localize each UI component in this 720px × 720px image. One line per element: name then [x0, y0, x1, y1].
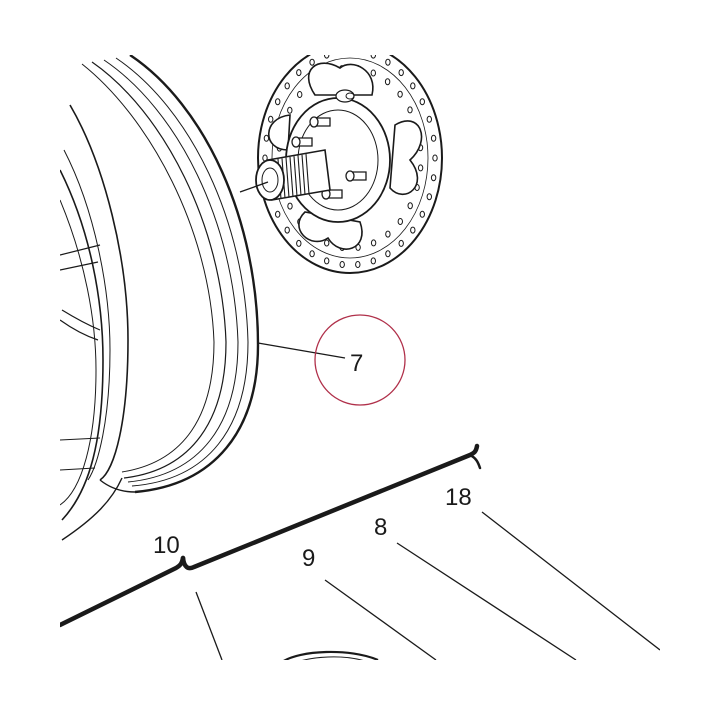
axle-thread	[289, 156, 294, 197]
disc-hole	[284, 82, 290, 90]
callout-8: 8	[374, 514, 387, 541]
disc-hole	[410, 82, 416, 90]
disc-hole	[370, 69, 376, 77]
axle-thread	[305, 154, 310, 195]
disc-hole	[385, 230, 391, 238]
disc-hole	[370, 257, 376, 265]
axle-thread	[293, 156, 298, 197]
disc-hole	[430, 134, 437, 142]
callout-7: 7	[350, 350, 363, 377]
lower-wheel-partial	[283, 650, 379, 660]
disc-hole	[275, 210, 281, 218]
disc-hole	[284, 226, 290, 234]
leader-line-8	[396, 542, 577, 660]
wheel-studs	[291, 116, 367, 200]
disc-hole	[417, 164, 424, 172]
callout-highlight-circle	[314, 314, 406, 406]
disc-hole	[370, 239, 377, 247]
brake-disc-inner-track	[271, 57, 429, 259]
disc-hole	[419, 98, 425, 106]
axle-shaft	[239, 149, 331, 201]
disc-hole	[355, 261, 361, 268]
disc-hole	[263, 134, 270, 142]
disc-hole	[410, 226, 416, 234]
disc-hole	[297, 91, 303, 98]
disc-hole	[426, 115, 432, 123]
disc-hole	[275, 98, 281, 106]
disc-hole	[384, 78, 391, 86]
axle-thread	[285, 157, 290, 198]
disc-hole	[407, 202, 413, 210]
callout-9: 9	[302, 545, 315, 572]
disc-hole	[324, 257, 330, 265]
disc-hole	[340, 49, 344, 55]
disc-hole	[432, 154, 438, 162]
disc-hole	[398, 239, 404, 247]
disc-hole	[309, 58, 315, 66]
disc-hole	[397, 218, 403, 225]
disc-hole	[296, 239, 302, 247]
disc-hole	[287, 202, 293, 210]
leader-line-9	[324, 579, 437, 660]
disc-hole	[296, 69, 302, 77]
disc-hole	[385, 58, 391, 66]
disc-hole	[419, 210, 425, 218]
axle-thread	[301, 154, 306, 195]
disc-hole	[356, 49, 360, 55]
leader-line-10	[195, 591, 223, 660]
leader-lines	[195, 342, 660, 660]
brake-disc	[239, 49, 443, 274]
wheel-rim	[60, 55, 260, 541]
disc-hole	[268, 115, 274, 123]
disc-hole	[287, 106, 293, 114]
disc-hole	[324, 239, 330, 247]
disc-hole	[426, 193, 432, 201]
disc-hole	[324, 55, 330, 59]
disc-hole	[397, 90, 403, 98]
disc-hole	[339, 261, 345, 268]
leader-line-18	[481, 511, 660, 651]
group-bracket	[60, 443, 482, 628]
callout-10: 10	[153, 532, 180, 559]
disc-hole	[309, 250, 315, 258]
leader-line-7	[257, 342, 346, 359]
disc-hole	[430, 174, 437, 182]
disc-hole	[370, 55, 376, 59]
callout-18: 18	[445, 484, 472, 511]
axle-thread	[297, 155, 302, 196]
disc-hole	[398, 69, 404, 77]
disc-hole	[385, 250, 391, 258]
disc-hole	[407, 106, 413, 114]
